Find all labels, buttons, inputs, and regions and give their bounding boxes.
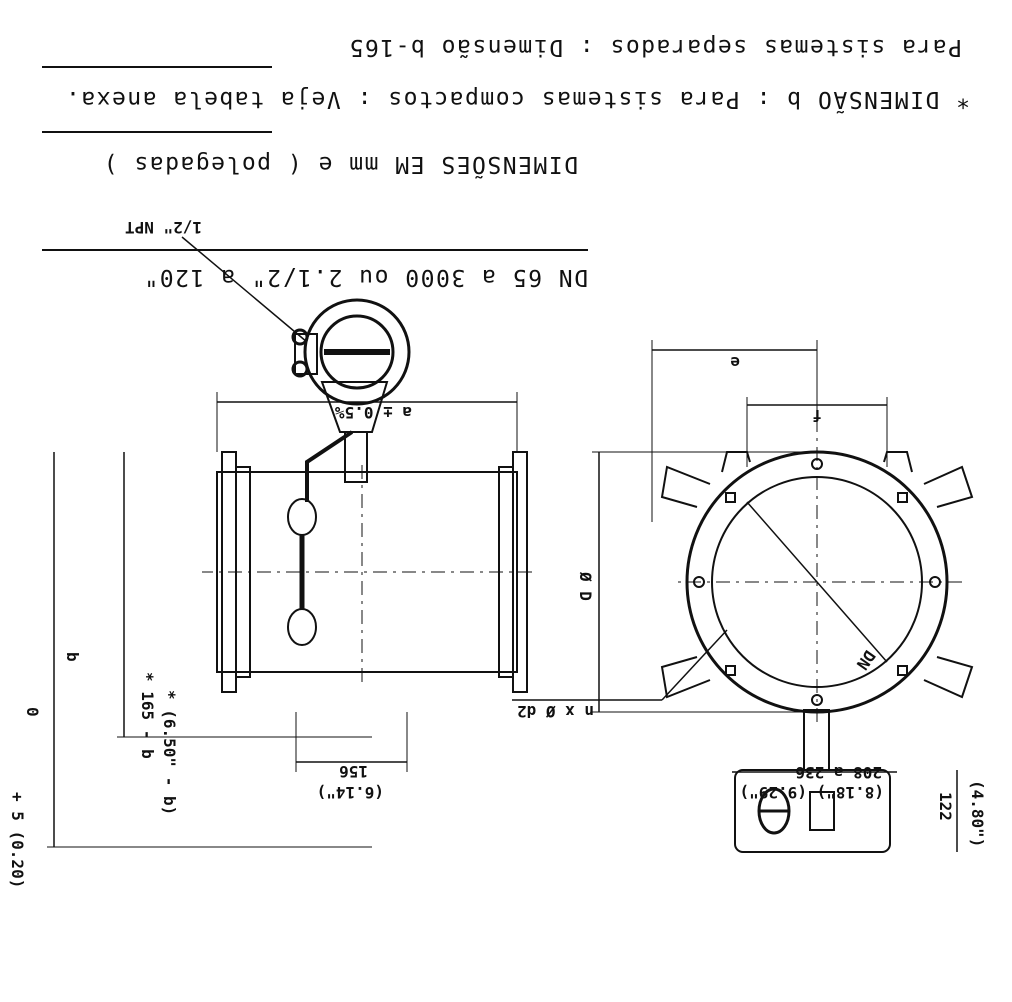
bolt-2 <box>811 458 823 470</box>
right-flange-face <box>235 466 251 678</box>
lug-3 <box>660 656 711 699</box>
bolt-4 <box>693 576 705 588</box>
electrode-bottom <box>287 498 317 536</box>
total-label: b <box>63 652 82 662</box>
display-window <box>809 791 835 831</box>
bolt-5 <box>897 665 908 676</box>
side-view: a ± 0.5% * 165 - b * (6.50" - b) b + 5 (… <box>8 218 532 888</box>
tolerance-zero: 0 <box>23 707 42 717</box>
lug-6 <box>721 451 751 473</box>
tolerance-label: + 5 (0.20) <box>8 792 27 888</box>
hub-gland-1 <box>291 360 309 378</box>
box-width-inch-label: (8.18") (9.29") <box>740 783 885 802</box>
lug-2 <box>923 465 974 508</box>
bolt-3 <box>929 576 941 588</box>
hub-inner <box>319 314 395 390</box>
length-label: a ± 0.5% <box>335 403 412 422</box>
neck <box>344 431 368 483</box>
box-height-label: 122 <box>936 792 955 821</box>
box-width-label: 208 a 236 <box>795 763 882 782</box>
cable-bend <box>305 430 354 502</box>
bolts-label: n x Ø d2 <box>517 702 594 721</box>
conduit-label: 1/2" NPT <box>125 218 202 237</box>
e-label: e <box>730 353 740 372</box>
bolt-6 <box>725 665 736 676</box>
height-inch-label: * (6.50" - b) <box>160 690 179 815</box>
conduit-leader <box>181 236 308 343</box>
front-view: DN e <box>512 340 987 853</box>
bolts-leader <box>661 629 728 701</box>
left-flange-face <box>498 466 514 678</box>
lug-5 <box>883 451 913 473</box>
lug-1 <box>923 656 974 699</box>
lug-4 <box>660 465 711 508</box>
bolt-8 <box>725 492 736 503</box>
bolt-7 <box>897 492 908 503</box>
d-label: Ø D <box>576 571 595 601</box>
electrode-top <box>287 608 317 646</box>
header-block: Para sistemas separados : Dimensão b-165… <box>42 34 970 290</box>
bolt-1 <box>811 694 823 706</box>
hub-width-inch-label: (6.14") <box>317 783 384 802</box>
f-label: f <box>812 406 822 425</box>
hub-width-label: 156 <box>339 762 368 781</box>
hub-gland-2 <box>291 328 309 346</box>
dn-diameter <box>746 501 888 663</box>
height-label: * 165 - b <box>138 672 157 759</box>
header-line-2: * DIMENSÃO b : Para sistemas compactos :… <box>65 86 970 114</box>
header-line-1: Para sistemas separados : Dimensão b-165 <box>348 34 962 60</box>
hub-outer <box>303 298 411 406</box>
header-line-3: DIMENSÕES EM mm e ( polegadas ) <box>102 151 578 180</box>
transmitter-box <box>734 769 891 853</box>
box-height-inch-label: (4.80") <box>968 780 987 847</box>
header-line-4: DN 65 a 3000 ou 2.1/2" a 120" <box>143 264 588 290</box>
